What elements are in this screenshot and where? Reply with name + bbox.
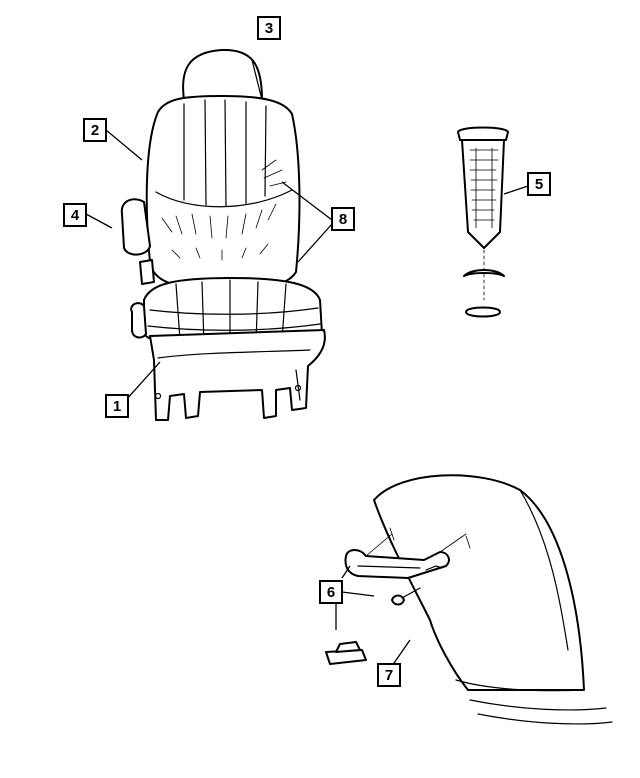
callout-7-label: 7 (385, 667, 393, 684)
callout-2-label: 2 (91, 122, 99, 139)
callout-7: 7 (377, 663, 401, 687)
callout-4-label: 4 (71, 207, 80, 224)
callout-3: 3 (257, 16, 281, 40)
callout-6-label: 6 (327, 584, 335, 601)
callout-8: 8 (331, 207, 355, 231)
leader-lines (85, 129, 529, 667)
detail-view (325, 474, 613, 725)
callout-2: 2 (83, 118, 107, 142)
headrest (182, 48, 263, 101)
seat-base (149, 329, 326, 421)
seat-side-panel (373, 474, 585, 691)
callout-5: 5 (527, 172, 551, 196)
callout-1-label: 1 (113, 398, 121, 415)
seat-back (145, 95, 301, 287)
callout-6: 6 (319, 580, 343, 604)
callout-4: 4 (63, 203, 87, 227)
callout-1: 1 (105, 394, 129, 418)
seat-assembly (120, 48, 326, 421)
armrest (120, 198, 151, 256)
callout-5-label: 5 (535, 176, 543, 193)
part-5-latch (457, 126, 509, 318)
part-6-handle (344, 549, 450, 579)
callout-3-label: 3 (265, 20, 273, 37)
callout-8-label: 8 (339, 211, 347, 228)
